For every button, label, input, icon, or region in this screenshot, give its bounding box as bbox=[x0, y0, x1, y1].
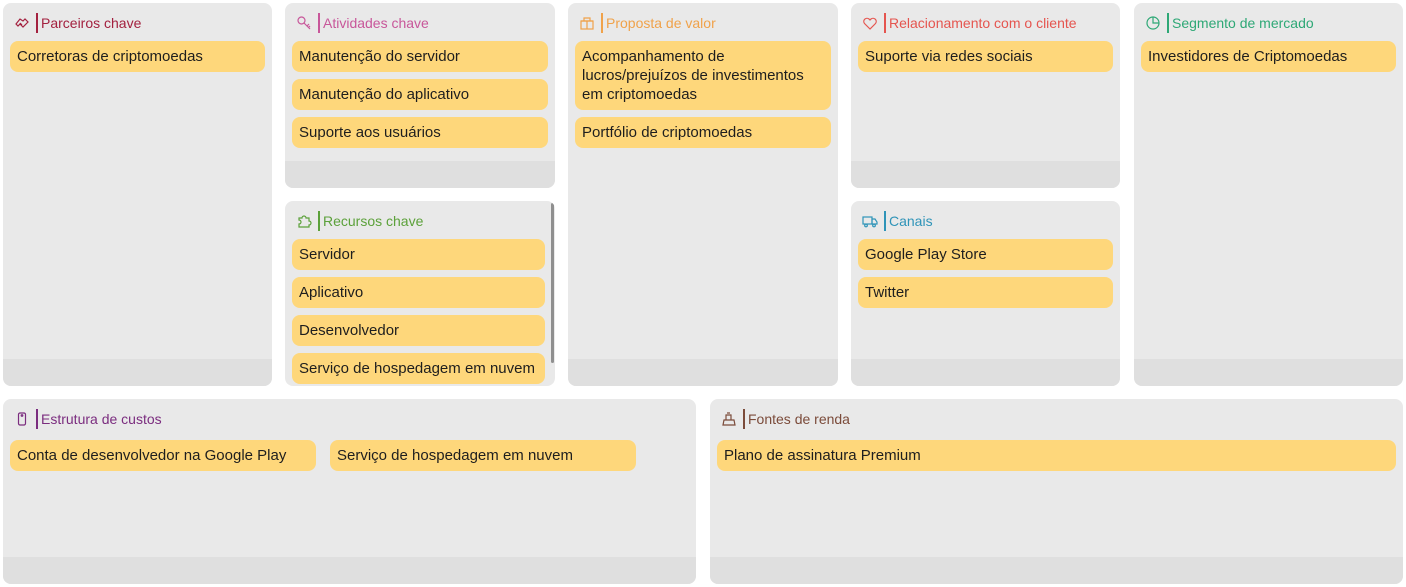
block-header: Recursos chave bbox=[295, 210, 423, 232]
scrollbar[interactable] bbox=[551, 203, 554, 363]
block-value-proposition: Proposta de valor Acompanhamento de lucr… bbox=[568, 3, 838, 386]
block-header: Segmento de mercado bbox=[1144, 12, 1314, 34]
cash-register-icon bbox=[720, 410, 738, 428]
sticky-note[interactable]: Suporte aos usuários bbox=[292, 117, 548, 148]
header-separator bbox=[601, 13, 603, 33]
block-footer bbox=[568, 359, 838, 386]
block-header: Parceiros chave bbox=[13, 12, 141, 34]
puzzle-icon bbox=[295, 212, 313, 230]
sticky-note[interactable]: Manutenção do aplicativo bbox=[292, 79, 548, 110]
notes-list: Investidores de Criptomoedas bbox=[1141, 41, 1396, 79]
sticky-note[interactable]: Conta de desenvolvedor na Google Play bbox=[10, 440, 316, 471]
block-key-resources: Recursos chave Servidor Aplicativo Desen… bbox=[285, 201, 555, 386]
sticky-note[interactable]: Manutenção do servidor bbox=[292, 41, 548, 72]
sticky-note[interactable]: Google Play Store bbox=[858, 239, 1113, 270]
notes-list: Servidor Aplicativo Desenvolvedor Serviç… bbox=[292, 239, 545, 386]
sticky-note[interactable]: Acompanhamento de lucros/prejuízos de in… bbox=[575, 41, 831, 110]
header-separator bbox=[36, 409, 38, 429]
header-separator bbox=[318, 13, 320, 33]
block-cost-structure: Estrutura de custos Conta de desenvolved… bbox=[3, 399, 696, 584]
block-revenue-streams: Fontes de renda Plano de assinatura Prem… bbox=[710, 399, 1403, 584]
sticky-note[interactable]: Aplicativo bbox=[292, 277, 545, 308]
block-customer-relationships: Relacionamento com o cliente Suporte via… bbox=[851, 3, 1120, 188]
header-separator bbox=[743, 409, 745, 429]
key-icon bbox=[295, 14, 313, 32]
sticky-note[interactable]: Portfólio de criptomoedas bbox=[575, 117, 831, 148]
header-separator bbox=[36, 13, 38, 33]
notes-list: Corretoras de criptomoedas bbox=[10, 41, 265, 79]
block-footer bbox=[851, 161, 1120, 188]
header-separator bbox=[318, 211, 320, 231]
block-key-activities: Atividades chave Manutenção do servidor … bbox=[285, 3, 555, 188]
sticky-note[interactable]: Twitter bbox=[858, 277, 1113, 308]
block-title: Segmento de mercado bbox=[1172, 15, 1314, 31]
sticky-note[interactable]: Plano de assinatura Premium bbox=[717, 440, 1396, 471]
block-footer bbox=[851, 359, 1120, 386]
block-footer bbox=[285, 161, 555, 188]
block-header: Estrutura de custos bbox=[13, 408, 162, 430]
block-title: Relacionamento com o cliente bbox=[889, 15, 1077, 31]
block-title: Estrutura de custos bbox=[41, 411, 162, 427]
block-header: Atividades chave bbox=[295, 12, 429, 34]
notes-list: Conta de desenvolvedor na Google Play Se… bbox=[10, 440, 689, 471]
notes-list: Suporte via redes sociais bbox=[858, 41, 1113, 79]
notes-list: Google Play Store Twitter bbox=[858, 239, 1113, 315]
tag-icon bbox=[13, 410, 31, 428]
block-header: Proposta de valor bbox=[578, 12, 716, 34]
block-footer bbox=[3, 359, 272, 386]
sticky-note[interactable]: Corretoras de criptomoedas bbox=[10, 41, 265, 72]
block-title: Atividades chave bbox=[323, 15, 429, 31]
gift-icon bbox=[578, 14, 596, 32]
sticky-note[interactable]: Desenvolvedor bbox=[292, 315, 545, 346]
block-channels: Canais Google Play Store Twitter bbox=[851, 201, 1120, 386]
block-header: Fontes de renda bbox=[720, 408, 850, 430]
sticky-note[interactable]: Serviço de hospedagem em nuvem bbox=[330, 440, 636, 471]
block-title: Fontes de renda bbox=[748, 411, 850, 427]
block-customer-segments: Segmento de mercado Investidores de Crip… bbox=[1134, 3, 1403, 386]
handshake-icon bbox=[13, 14, 31, 32]
sticky-note[interactable]: Serviço de hospedagem em nuvem bbox=[292, 353, 545, 384]
block-title: Proposta de valor bbox=[606, 15, 716, 31]
block-title: Parceiros chave bbox=[41, 15, 142, 31]
header-separator bbox=[884, 13, 886, 33]
truck-icon bbox=[861, 212, 879, 230]
header-separator bbox=[1167, 13, 1169, 33]
sticky-note[interactable]: Servidor bbox=[292, 239, 545, 270]
block-title: Recursos chave bbox=[323, 213, 424, 229]
block-key-partners: Parceiros chave Corretoras de criptomoed… bbox=[3, 3, 272, 386]
block-header: Canais bbox=[861, 210, 933, 232]
heart-icon bbox=[861, 14, 879, 32]
block-footer bbox=[710, 557, 1403, 584]
notes-list: Manutenção do servidor Manutenção do apl… bbox=[292, 41, 548, 155]
block-header: Relacionamento com o cliente bbox=[861, 12, 1077, 34]
notes-list: Plano de assinatura Premium bbox=[717, 440, 1396, 478]
block-footer bbox=[3, 557, 696, 584]
notes-list: Acompanhamento de lucros/prejuízos de in… bbox=[575, 41, 831, 155]
pie-chart-icon bbox=[1144, 14, 1162, 32]
block-footer bbox=[1134, 359, 1403, 386]
sticky-note[interactable]: Suporte via redes sociais bbox=[858, 41, 1113, 72]
block-title: Canais bbox=[889, 213, 933, 229]
sticky-note[interactable]: Investidores de Criptomoedas bbox=[1141, 41, 1396, 72]
header-separator bbox=[884, 211, 886, 231]
